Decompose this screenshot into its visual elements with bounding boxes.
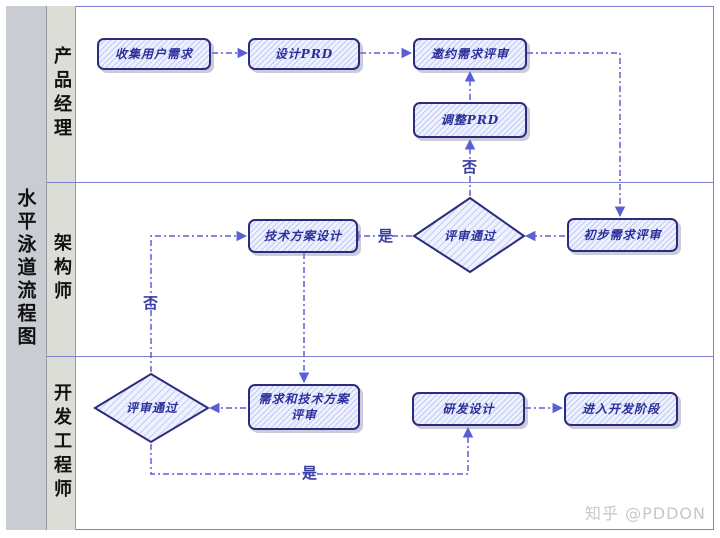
node-joint-review: 需求和技术方案评审 [248,384,360,430]
diagram-title: 水平泳道流程图 [14,187,37,349]
arrow-dev-decision-to-rd [150,426,474,475]
lane-separator [47,356,714,357]
node-label: 邀约需求评审 [430,47,509,61]
node-collect-requirements: 收集用户需求 [97,38,211,70]
lane-label-architect: 架构师 [47,182,76,356]
node-rd-design: 研发设计 [412,392,525,426]
arch-decision-diamond [412,196,526,274]
node-label: 设计PRD [274,47,334,61]
node-tech-design: 技术方案设计 [248,219,358,253]
connector-label-no: 否 [143,294,159,312]
node-label: 需求和技术方案评审 [258,392,350,422]
lane-label-text: 开发工程师 [51,383,72,503]
lane-label-text: 架构师 [51,233,72,305]
node-label: 研发设计 [442,402,495,416]
dev-decision-label: 评审通过 [125,401,178,415]
lane-label-product-manager: 产品经理 [47,6,76,182]
node-label: 收集用户需求 [114,47,193,61]
node-label: 初步需求评审 [583,228,662,242]
diagram-title-column: 水平泳道流程图 [6,6,47,530]
arrow-dev-decision-back-to-tech [150,230,248,372]
node-label: 进入开发阶段 [581,402,660,416]
node-label: 调整PRD [440,113,500,127]
dev-decision-diamond [93,372,210,444]
swimlane-frame [6,6,714,530]
node-design-prd: 设计PRD [248,38,360,70]
arrow-review-call-to-initial [527,52,626,218]
node-enter-development: 进入开发阶段 [564,392,678,426]
connector-label-yes: 是 [302,464,318,482]
node-review-invite: 邀约需求评审 [413,38,527,70]
connector-label-yes: 是 [378,227,394,245]
connector-label-no: 否 [462,158,478,176]
lane-separator [47,182,714,183]
node-label: 技术方案设计 [263,229,342,243]
node-initial-review: 初步需求评审 [567,218,678,252]
lane-label-text: 产品经理 [51,46,72,142]
node-adjust-prd: 调整PRD [413,102,527,138]
lane-label-engineer: 开发工程师 [47,356,76,530]
arch-decision-label: 评审通过 [443,229,496,243]
watermark: 知乎 @PDDON [585,504,706,523]
